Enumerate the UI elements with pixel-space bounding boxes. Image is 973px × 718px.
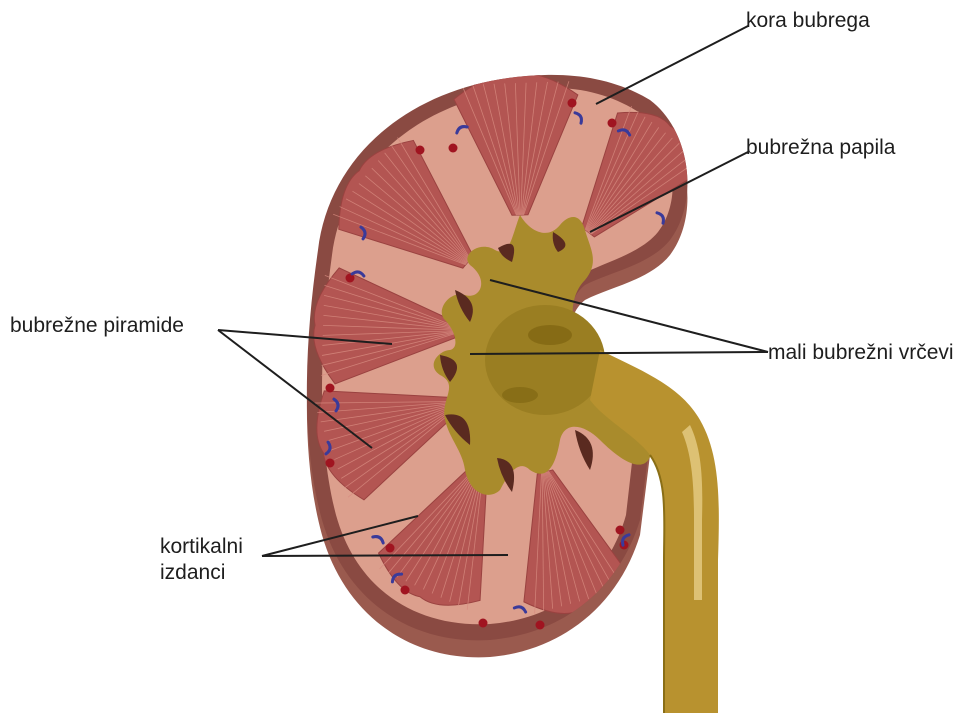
leader-cortex (596, 26, 748, 104)
label-renal-columns: kortikalni izdanci (160, 534, 243, 586)
artery-dot (568, 99, 577, 108)
pelvis-shade (485, 305, 605, 415)
artery-dot (326, 384, 335, 393)
artery-dot (449, 144, 458, 153)
label-renal-papilla: bubrežna papila (746, 135, 895, 161)
ureter-edge (650, 455, 664, 713)
artery-dot (416, 146, 425, 155)
leader-columns-b (262, 555, 508, 556)
label-renal-columns-line1: kortikalni (160, 534, 243, 560)
artery-dot (616, 526, 625, 535)
artery-dot (479, 619, 488, 628)
artery-dot (536, 621, 545, 630)
artery-dot (326, 459, 335, 468)
label-renal-cortex: kora bubrega (746, 8, 870, 34)
artery-dot (608, 119, 617, 128)
artery-dot (401, 586, 410, 595)
pelvis-spot (528, 325, 572, 345)
label-renal-columns-line2: izdanci (160, 560, 243, 586)
label-renal-pyramids: bubrežne piramide (10, 313, 184, 339)
label-minor-calyces: mali bubrežni vrčevi (768, 340, 954, 366)
pelvis-spot (502, 387, 538, 403)
artery-dot (386, 544, 395, 553)
